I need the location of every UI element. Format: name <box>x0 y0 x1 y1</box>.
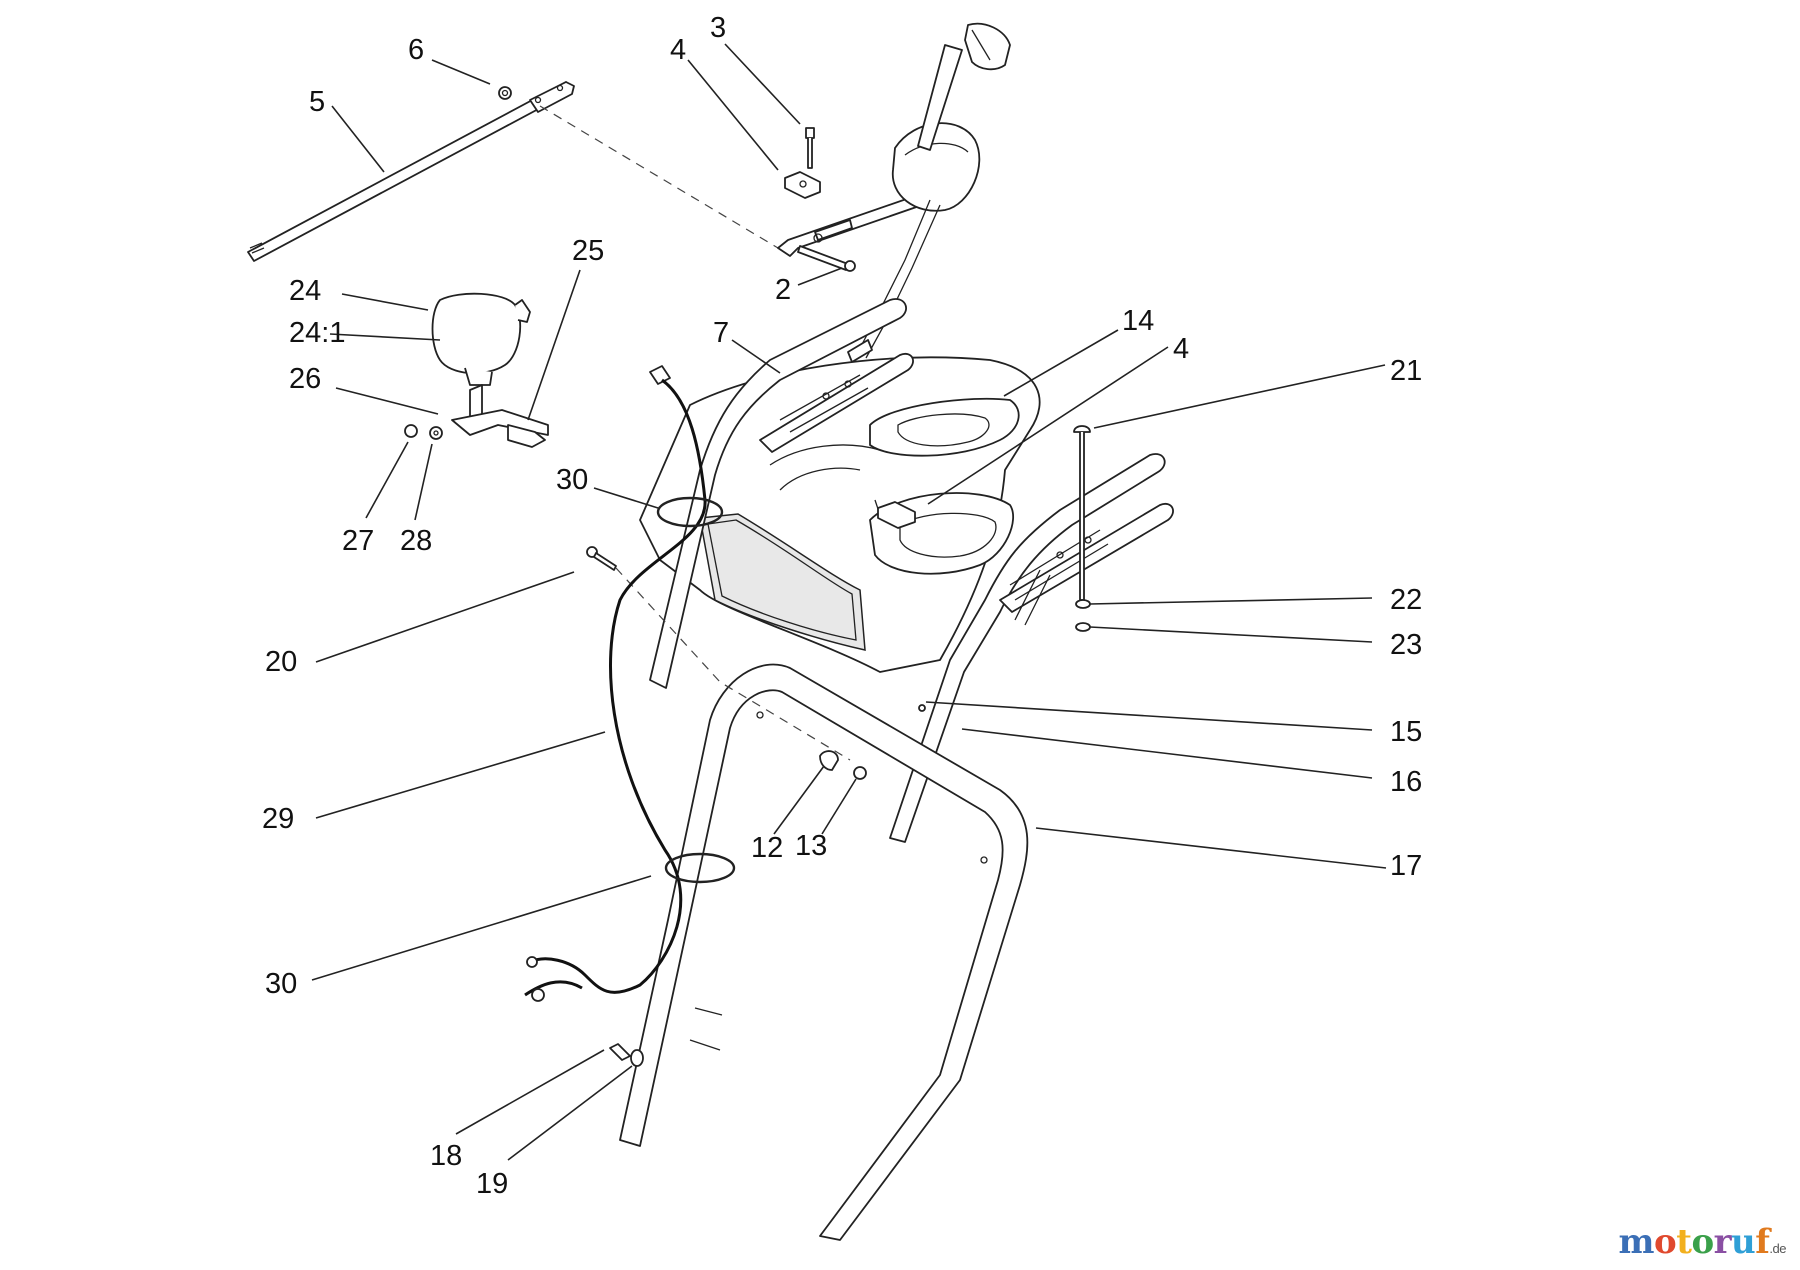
callout-15: 15 <box>1390 716 1422 748</box>
lower-bolt-washer-parts <box>609 1043 644 1067</box>
panel-bolt-part <box>586 546 617 571</box>
watermark-logo: motoruf.de <box>1618 1222 1787 1262</box>
callout-13: 13 <box>795 830 827 862</box>
callout-3: 3 <box>710 12 726 44</box>
left-upper-handle-part <box>649 298 914 689</box>
right-upper-handle-part <box>889 453 1174 843</box>
lever-clamp-part <box>784 171 821 199</box>
callout-12: 12 <box>751 832 783 864</box>
callout-29: 29 <box>262 803 294 835</box>
callout-25: 25 <box>572 235 604 267</box>
callout-26: 26 <box>289 363 321 395</box>
callout-5: 5 <box>309 86 325 118</box>
lower-handle-part <box>619 663 1029 1241</box>
callout-22: 22 <box>1390 584 1422 616</box>
callout-23: 23 <box>1390 629 1422 661</box>
wire-strap-lower <box>664 852 736 884</box>
bolt-alignment-line <box>615 567 851 761</box>
callout-17: 17 <box>1390 850 1422 882</box>
clamp-bolt-part <box>805 127 815 169</box>
callout-24-1: 24:1 <box>289 317 345 349</box>
watermark-domain: .de <box>1769 1241 1786 1256</box>
panel-clamp-part <box>877 501 916 529</box>
callout-16: 16 <box>1390 766 1422 798</box>
leader-lines <box>311 43 1387 1161</box>
callouts: 3 4 6 5 2 25 24 24:1 26 7 14 4 21 27 28 … <box>262 12 1422 1200</box>
rod-nut-part <box>498 86 512 100</box>
dash-panel-part <box>639 356 1041 673</box>
callout-2: 2 <box>775 274 791 306</box>
watermark-letter: t <box>1676 1222 1692 1262</box>
callout-4: 4 <box>670 34 686 66</box>
callout-14: 14 <box>1122 305 1154 337</box>
wire-strap-upper <box>656 496 724 528</box>
shift-rod-part <box>247 81 575 262</box>
callout-24: 24 <box>289 275 321 307</box>
bracket-nut-washer-parts <box>404 424 443 440</box>
callout-27: 27 <box>342 525 374 557</box>
callout-30: 30 <box>265 968 297 1000</box>
headlight-part <box>431 292 531 386</box>
handle-bolt-parts <box>918 425 1091 712</box>
callout-18: 18 <box>430 1140 462 1172</box>
callout-30: 30 <box>556 464 588 496</box>
watermark-letter: o <box>1654 1222 1677 1262</box>
shift-lever-assembly <box>777 22 1011 363</box>
rod-connection-line <box>539 105 779 249</box>
callout-6: 6 <box>408 34 424 66</box>
headlight-bracket-part <box>451 384 549 448</box>
callout-4: 4 <box>1173 333 1189 365</box>
watermark-letter: u <box>1731 1222 1756 1262</box>
callout-20: 20 <box>265 646 297 678</box>
callout-28: 28 <box>400 525 432 557</box>
callout-21: 21 <box>1390 355 1422 387</box>
callout-19: 19 <box>476 1168 508 1200</box>
watermark-letter: r <box>1713 1222 1732 1262</box>
callout-7: 7 <box>713 317 729 349</box>
watermark-letter: f <box>1755 1222 1770 1262</box>
carriage-parts <box>819 750 867 780</box>
watermark-letter: o <box>1691 1222 1714 1262</box>
watermark-letter: m <box>1618 1222 1655 1262</box>
